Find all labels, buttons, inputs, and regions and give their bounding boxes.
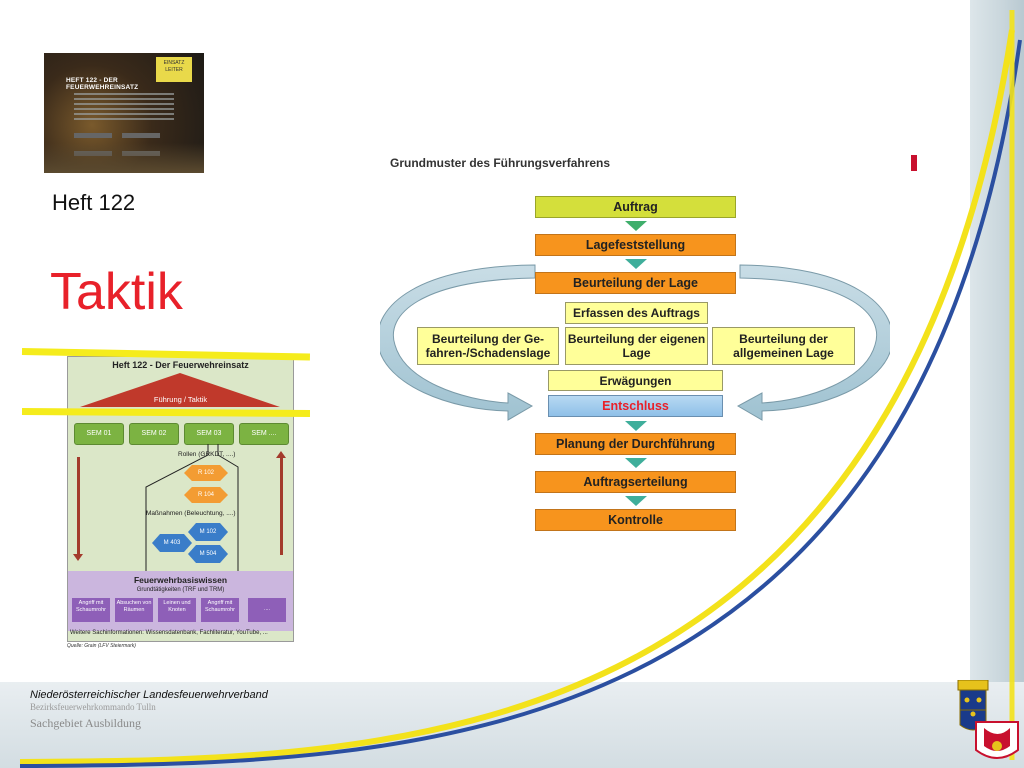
sem-box: SEM 02 xyxy=(129,423,179,445)
arrow-down-icon xyxy=(625,259,647,269)
rolle-hexagon: R 102 xyxy=(184,465,228,481)
leadership-triangle-label: Führung / Taktik xyxy=(153,395,208,404)
massnahme-hexagon: M 102 xyxy=(188,523,228,541)
basis-item: Leinen und Knoten xyxy=(158,598,196,622)
flow-step-beurteilung-eigen: Beurteilung der eigenen Lage xyxy=(565,327,708,365)
rollen-label: Rollen (GRKDT, ....) xyxy=(178,451,236,458)
basis-item: Angriff mit Schaumrohr xyxy=(72,598,110,622)
flow-step-erfassen: Erfassen des Auftrags xyxy=(565,302,708,324)
diagram-connector-lines xyxy=(145,444,239,571)
sem-box: SEM 03 xyxy=(184,423,234,445)
arrow-down-icon xyxy=(625,458,647,468)
flow-step-beurteilung-lage: Beurteilung der Lage xyxy=(535,272,736,294)
more-info-text: Weitere Sachinformationen: Wissensdatenb… xyxy=(70,630,268,636)
sem-box: SEM .... xyxy=(239,423,289,445)
right-decorative-strip xyxy=(970,0,1024,768)
heft-label: Heft 122 xyxy=(52,190,136,215)
flow-step-planung: Planung der Durchführung xyxy=(535,433,736,455)
arrow-down-icon xyxy=(625,496,647,506)
flow-step-auftragserteilung: Auftragserteilung xyxy=(535,471,736,493)
flowchart-title: Grundmuster des Führungsverfahrens xyxy=(390,156,611,170)
arrow-down-icon xyxy=(73,457,83,561)
basis-subtitle: Grundtätigkeiten (TRF und TRM) xyxy=(136,587,225,593)
sem-box: SEM 01 xyxy=(74,423,124,445)
arrow-down-icon xyxy=(625,421,647,431)
basis-knowledge-section: Feuerwehrbasiswissen Grundtätigkeiten (T… xyxy=(68,571,293,631)
flow-step-auftrag: Auftrag xyxy=(535,196,736,218)
flow-step-entschluss: Entschluss xyxy=(548,395,723,417)
cycle-arrows xyxy=(380,264,890,421)
basis-item: Absuchen von Räumen xyxy=(115,598,153,622)
booklet-background-tools xyxy=(44,143,204,173)
flow-step-erwaegungen: Erwägungen xyxy=(548,370,723,391)
massnahmen-label: Maßnahmen (Beleuchtung, ....) xyxy=(146,510,236,517)
flow-step-kontrolle: Kontrolle xyxy=(535,509,736,531)
arrow-up-icon xyxy=(276,451,286,555)
leadership-triangle xyxy=(80,373,280,407)
booklet-badge: EINSATZ LEITER xyxy=(156,57,192,82)
heft-diagram-title: Heft 122 - Der Feuerwehreinsatz xyxy=(112,360,249,370)
massnahme-hexagon: M 403 xyxy=(152,534,192,552)
slide-title: Taktik xyxy=(50,263,183,321)
flow-step-beurteilung-allgemein: Beurteilung der allgemeinen Lage xyxy=(712,327,855,365)
red-marker xyxy=(911,155,917,171)
coat-of-arms-logo xyxy=(957,680,1019,759)
basis-item: .... xyxy=(248,598,286,622)
heft-structure-diagram: Heft 122 - Der Feuerwehreinsatz Führung … xyxy=(67,356,294,642)
diagram-source: Quelle: Grain (LFV Steiermark) xyxy=(67,643,136,649)
booklet-text-lines xyxy=(74,93,174,123)
basis-title: Feuerwehrbasiswissen xyxy=(133,575,228,585)
flow-step-lagefeststellung: Lagefeststellung xyxy=(535,234,736,256)
flow-step-beurteilung-gefahren: Beurteilung der Ge-fahren-/Schadenslage xyxy=(417,327,559,365)
footer-organization: Niederösterreichischer Landesfeuerwehrve… xyxy=(30,689,268,701)
arrow-down-icon xyxy=(625,221,647,231)
footer-command: Bezirksfeuerwehrkommando Tulln xyxy=(30,702,156,712)
basis-item: Angriff mit Schaumrohr xyxy=(201,598,239,622)
yellow-highlight-line xyxy=(21,408,311,418)
booklet-screenshot: EINSATZ LEITER HEFT 122 - DER FEUERWEHRE… xyxy=(44,53,204,173)
footer-area: Sachgebiet Ausbildung xyxy=(30,716,141,730)
rolle-hexagon: R 104 xyxy=(184,487,228,503)
booklet-title: HEFT 122 - DER FEUERWEHREINSATZ xyxy=(66,77,139,91)
massnahme-hexagon: M 504 xyxy=(188,545,228,563)
